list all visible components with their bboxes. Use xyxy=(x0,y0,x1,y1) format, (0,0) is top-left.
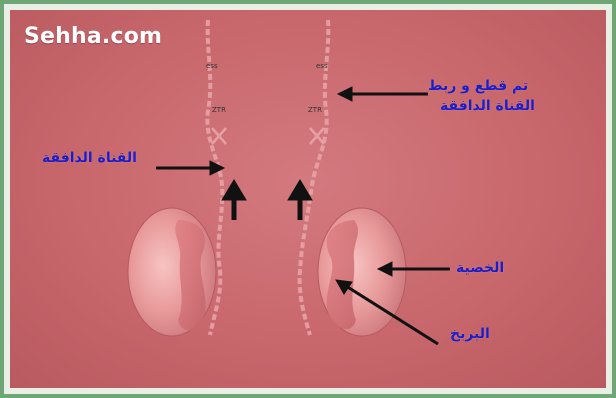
anatomy-illustration: ess ess ZTR ZTR xyxy=(10,10,606,388)
svg-text:ess: ess xyxy=(206,62,218,70)
svg-text:ess: ess xyxy=(316,62,328,70)
label-cut-and-tied: تم قطع و ربط xyxy=(428,78,528,94)
label-cut-and-tied-line2: القناة الدافقة xyxy=(440,98,535,114)
arrow-to-vas-deferens xyxy=(156,161,224,175)
left-up-arrow xyxy=(222,180,246,220)
left-testis xyxy=(128,208,216,336)
arrow-to-testis xyxy=(378,262,450,276)
label-epididymis: البربخ xyxy=(450,326,490,342)
arrow-to-cut-site xyxy=(338,87,428,101)
label-vas-deferens: القناة الدافقة xyxy=(42,150,137,166)
right-cut-mark xyxy=(310,128,324,144)
label-testis: الخصية xyxy=(456,260,504,276)
svg-text:ZTR: ZTR xyxy=(308,106,322,114)
svg-text:ZTR: ZTR xyxy=(212,106,226,114)
brand-watermark: Sehha.com xyxy=(24,24,162,49)
right-up-arrow xyxy=(288,180,312,220)
diagram-panel: ess ess ZTR ZTR xyxy=(10,10,606,388)
left-cut-mark xyxy=(212,128,226,144)
